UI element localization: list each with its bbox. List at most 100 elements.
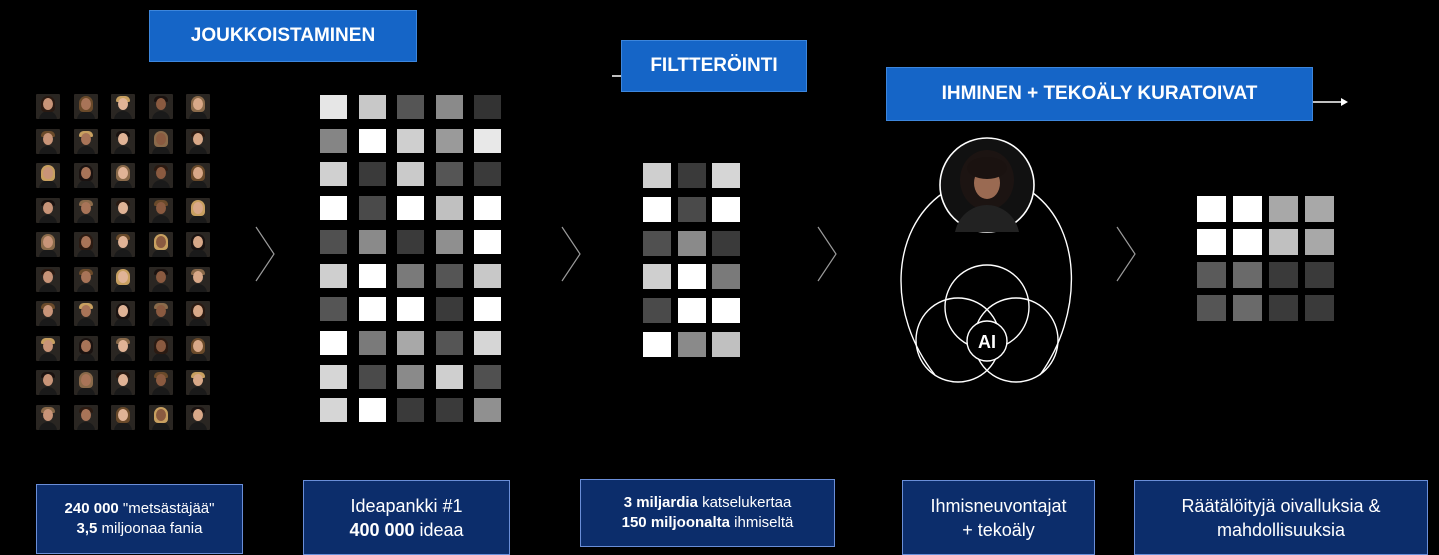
face-avatar [73, 404, 98, 430]
filtered-tile [712, 196, 740, 222]
portrait-person-icon [955, 150, 1019, 232]
result-tile [1305, 196, 1334, 222]
face-avatar [36, 404, 60, 430]
result-tile [1197, 196, 1226, 222]
ideabank-title: Ideapankki #1 [350, 495, 463, 516]
filtered-tile [643, 163, 671, 188]
idea-tile [397, 196, 424, 221]
outer-arc-right [1032, 192, 1073, 376]
result-tile [1233, 262, 1262, 288]
idea-tile [474, 95, 501, 119]
idea-tile [435, 196, 463, 221]
idea-tile [474, 128, 501, 153]
idea-tile [435, 398, 463, 423]
result-tile [1197, 229, 1226, 255]
face-avatar [186, 94, 210, 119]
idea-tile [435, 263, 463, 288]
insights-stat-box: Räätälöityjä oivalluksia & mahdollisuuks… [1134, 480, 1428, 555]
filtered-tile [643, 196, 671, 222]
idea-tile [474, 229, 501, 254]
face-avatar [73, 197, 98, 223]
result-tile [1305, 262, 1334, 288]
filtered-tile [677, 332, 706, 357]
face-avatar [148, 232, 173, 257]
idea-tile [320, 330, 347, 355]
hunters-count: 240 000 [64, 500, 119, 517]
face-avatar [186, 370, 210, 395]
idea-tile [435, 297, 463, 322]
face-avatar [36, 266, 60, 292]
face-avatar [111, 266, 135, 292]
filtering-label: FILTTERÖINTI [621, 40, 807, 92]
face-avatar [73, 232, 98, 257]
result-tile [1233, 229, 1262, 255]
idea-tile [397, 398, 424, 423]
filtered-tile [712, 298, 740, 324]
hunters-text: "metsästäjää" [118, 500, 215, 517]
idea-tile [474, 263, 501, 288]
face-avatar [186, 266, 210, 292]
idea-tile [397, 162, 424, 187]
face-avatar [148, 128, 173, 154]
filtered-tile [677, 298, 706, 324]
face-avatar [148, 266, 173, 292]
ai-label: AI [978, 332, 996, 352]
views-text: katselukertaa [697, 494, 792, 511]
face-avatar [36, 163, 60, 188]
filtered-tile [643, 230, 671, 256]
ideabank-stat-box: Ideapankki #1 400 000 ideaa [303, 480, 510, 555]
idea-tile [474, 196, 501, 221]
idea-tile [397, 364, 424, 389]
face-avatar [148, 163, 173, 188]
face-avatar [111, 301, 135, 326]
hunters-stat-box: 240 000 "metsästäjää" 3,5 miljoonaa fani… [36, 484, 243, 554]
face-avatar [111, 197, 135, 223]
idea-tile [358, 162, 386, 187]
idea-tile [397, 297, 424, 322]
idea-tile [397, 263, 424, 288]
result-tile [1269, 262, 1298, 288]
result-tile [1269, 229, 1298, 255]
filtered-tile [712, 163, 740, 188]
result-tile [1305, 229, 1334, 255]
advisors-line2: + tekoäly [962, 519, 1035, 540]
crowdsourcing-label: JOUKKOISTAMINEN [149, 10, 417, 62]
idea-tile [397, 229, 424, 254]
result-tile [1269, 196, 1298, 222]
face-avatar [186, 301, 210, 326]
ideas-text: ideaa [414, 519, 464, 540]
chevron-right-icon [817, 226, 837, 282]
face-avatar [73, 163, 98, 188]
face-avatar [36, 301, 60, 326]
face-avatar [148, 370, 173, 395]
result-tile [1269, 295, 1298, 321]
face-avatar [73, 301, 98, 326]
face-avatar [186, 197, 210, 223]
idea-tile [358, 196, 386, 221]
face-avatar [36, 335, 60, 361]
ideas-count: 400 000 [349, 519, 415, 540]
outer-arc-left [900, 192, 944, 376]
filtered-tile [643, 298, 671, 324]
face-avatar [148, 404, 173, 430]
face-avatar [36, 370, 60, 395]
result-tile [1305, 295, 1334, 321]
insights-line1: Räätälöityjä oivalluksia & [1181, 495, 1381, 516]
filtered-tile [677, 196, 706, 222]
idea-tile [474, 364, 501, 389]
idea-tile [474, 398, 501, 423]
face-avatar [186, 232, 210, 257]
face-avatar [111, 370, 135, 395]
idea-tile [358, 229, 386, 254]
idea-tile [320, 364, 347, 389]
idea-tile [397, 330, 424, 355]
idea-tile [320, 263, 347, 288]
idea-tile [320, 196, 347, 221]
face-avatar [73, 335, 98, 361]
idea-tile [435, 128, 463, 153]
face-avatar [36, 232, 60, 257]
face-avatar [73, 266, 98, 292]
result-tile [1197, 262, 1226, 288]
advisors-line1: Ihmisneuvontajat [930, 495, 1067, 516]
people-text: ihmiseltä [730, 514, 794, 531]
